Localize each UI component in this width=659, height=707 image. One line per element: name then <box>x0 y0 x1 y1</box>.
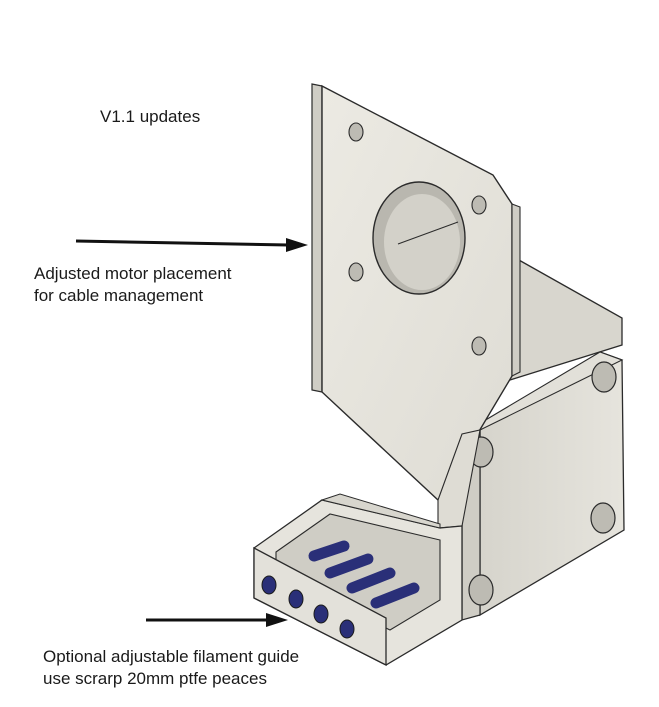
motor-arrow <box>75 238 308 252</box>
ptfe-tubes <box>308 540 420 609</box>
motor-note-line-2: for cable management <box>34 286 204 305</box>
filament-guide <box>253 493 463 667</box>
guide-note-line-1: Optional adjustable filament guide <box>43 647 300 666</box>
filament-guide-note: Optional adjustable filament guide use s… <box>43 646 299 690</box>
side-block <box>461 253 625 621</box>
motor-note-line-1: Adjusted motor placement <box>34 264 232 283</box>
motor-plate <box>311 83 521 502</box>
motor-placement-note: Adjusted motor placement for cable manag… <box>34 263 232 307</box>
guide-note-line-2: use scrarp 20mm ptfe peaces <box>43 669 267 688</box>
title-text: V1.1 updates <box>100 107 201 126</box>
guide-arrow <box>146 613 288 627</box>
